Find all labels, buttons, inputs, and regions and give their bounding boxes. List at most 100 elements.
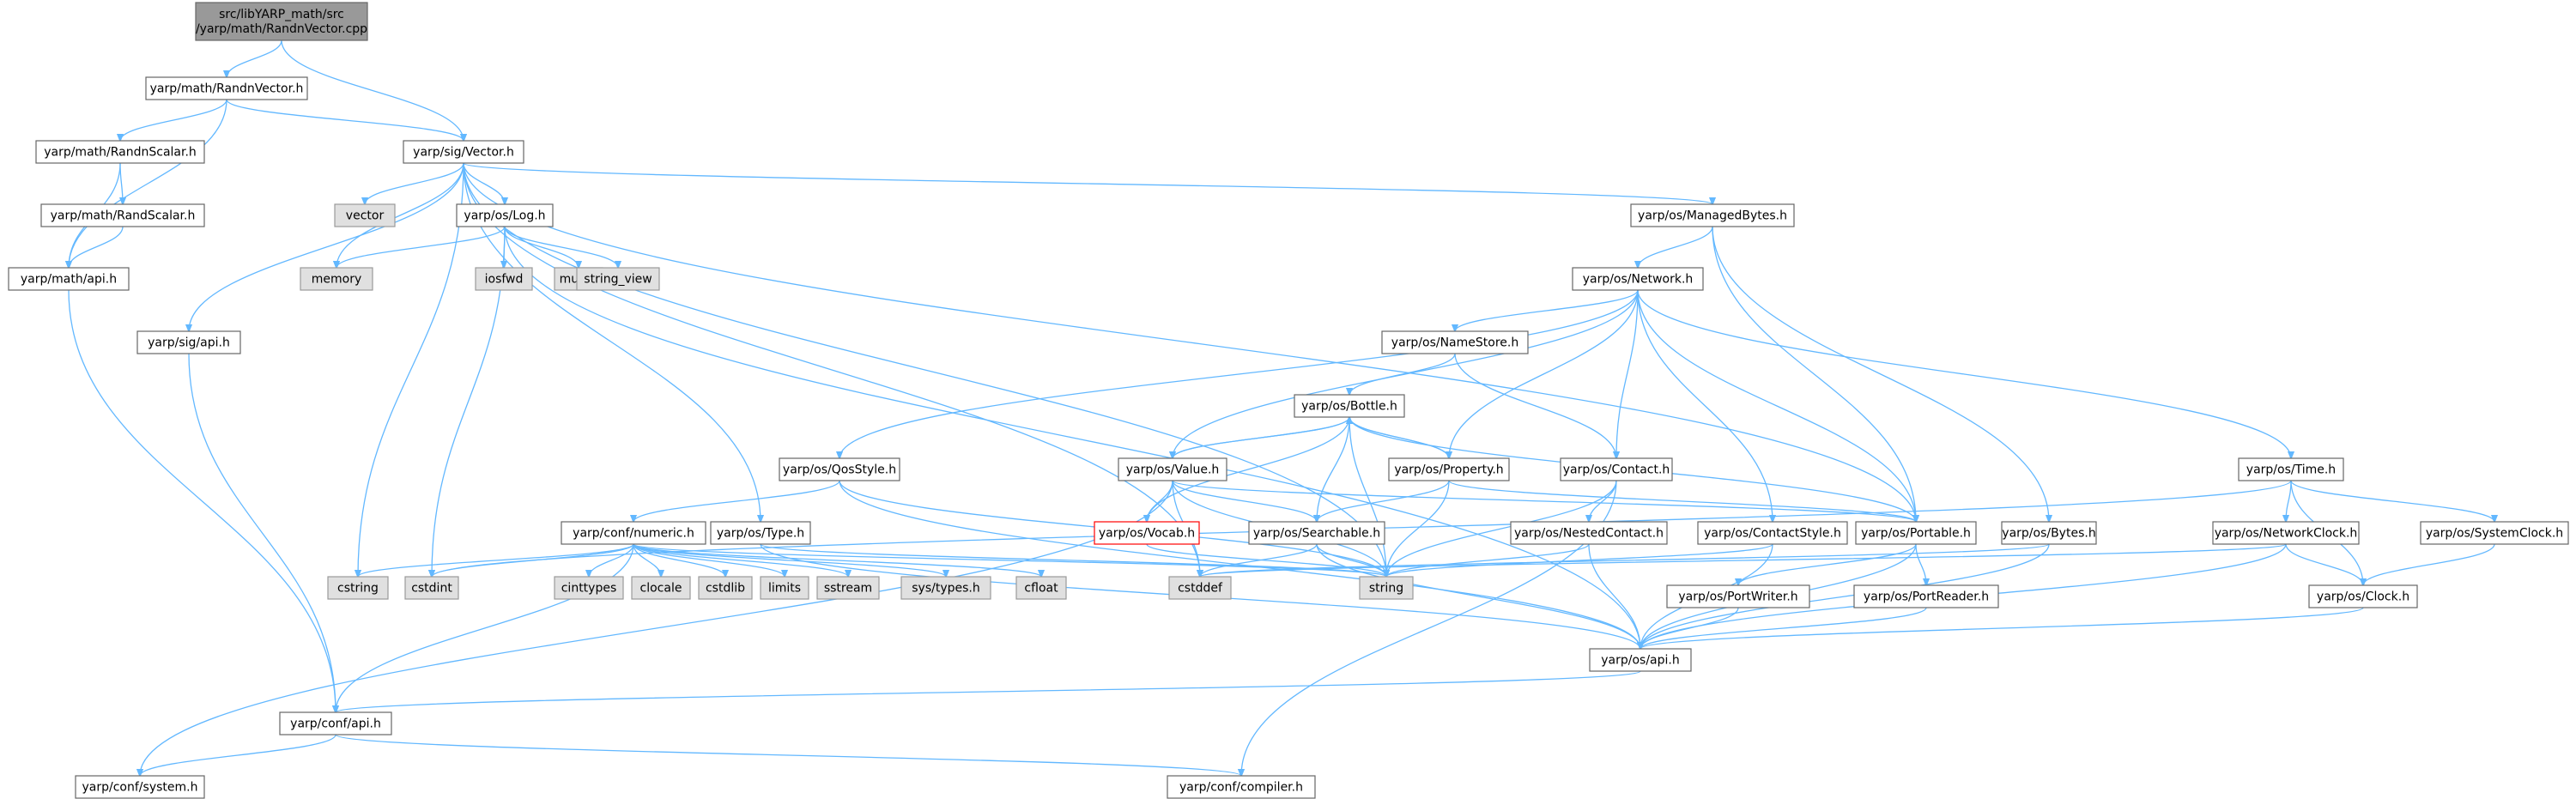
node-portable[interactable]: yarp/os/Portable.h bbox=[1855, 521, 1977, 545]
node-box-conf_compiler bbox=[1167, 775, 1316, 799]
node-managedbytes[interactable]: yarp/os/ManagedBytes.h bbox=[1630, 203, 1795, 227]
node-label-bytes: yarp/os/Bytes.h bbox=[2002, 527, 2095, 541]
edge-os_log-to-string_view bbox=[504, 226, 618, 268]
node-label-type: yarp/os/Type.h bbox=[717, 527, 804, 541]
node-math_api[interactable]: yarp/math/api.h bbox=[8, 267, 130, 291]
node-label-vocab: yarp/os/Vocab.h bbox=[1099, 527, 1195, 541]
node-box-limits bbox=[760, 576, 809, 600]
node-box-os_api bbox=[1589, 648, 1692, 672]
node-box-string bbox=[1359, 576, 1414, 600]
node-root[interactable]: src/libYARP_math/src/yarp/math/RandnVect… bbox=[195, 2, 368, 41]
node-box-clocale bbox=[631, 576, 691, 600]
node-label-root-0: src/libYARP_math/src bbox=[219, 8, 344, 21]
node-sig_api[interactable]: yarp/sig/api.h bbox=[136, 330, 241, 354]
node-label-cinttypes: cinttypes bbox=[561, 582, 617, 596]
node-value[interactable]: yarp/os/Value.h bbox=[1118, 457, 1227, 481]
edge-networkclock-to-cstddef bbox=[1200, 543, 2287, 577]
node-qosstyle[interactable]: yarp/os/QosStyle.h bbox=[779, 457, 900, 481]
edge-nestedcontact-to-string bbox=[1386, 543, 1590, 577]
node-label-contact: yarp/os/Contact.h bbox=[1563, 463, 1670, 477]
node-label-qosstyle: yarp/os/QosStyle.h bbox=[783, 463, 896, 477]
node-box-contactstyle bbox=[1697, 521, 1848, 545]
edge-root-to-randnvector_h bbox=[227, 39, 282, 77]
node-box-cinttypes bbox=[554, 576, 624, 600]
edge-network-to-time bbox=[1637, 289, 2291, 458]
node-box-network bbox=[1572, 267, 1704, 291]
node-sig_vector[interactable]: yarp/sig/Vector.h bbox=[403, 140, 524, 164]
node-box-bytes bbox=[2001, 521, 2097, 545]
node-type[interactable]: yarp/os/Type.h bbox=[710, 521, 811, 545]
node-label-namestore: yarp/os/NameStore.h bbox=[1391, 336, 1518, 350]
node-networkclock[interactable]: yarp/os/NetworkClock.h bbox=[2212, 521, 2360, 545]
node-box-networkclock bbox=[2212, 521, 2360, 545]
node-contactstyle[interactable]: yarp/os/ContactStyle.h bbox=[1697, 521, 1848, 545]
edge-numeric-to-systypes bbox=[633, 543, 946, 577]
node-systemclock[interactable]: yarp/os/SystemClock.h bbox=[2420, 521, 2569, 545]
edge-property-to-string bbox=[1386, 480, 1450, 577]
edge-contact-to-nestedcontact bbox=[1589, 480, 1617, 522]
node-box-contact bbox=[1560, 457, 1673, 481]
edge-portwriter-to-os_api bbox=[1640, 607, 1739, 649]
node-box-randnvector_h bbox=[145, 76, 308, 100]
node-bytes[interactable]: yarp/os/Bytes.h bbox=[2001, 521, 2097, 545]
edge-qosstyle-to-numeric bbox=[633, 480, 840, 522]
node-portwriter[interactable]: yarp/os/PortWriter.h bbox=[1666, 584, 1810, 608]
node-clocale: clocale bbox=[631, 576, 691, 600]
node-string_view: string_view bbox=[576, 267, 660, 291]
edge-property-to-searchable bbox=[1317, 480, 1450, 522]
edge-vocab-to-string bbox=[1146, 543, 1386, 577]
edge-numeric-to-cinttypes bbox=[589, 543, 634, 577]
node-searchable[interactable]: yarp/os/Searchable.h bbox=[1248, 521, 1385, 545]
node-bottle[interactable]: yarp/os/Bottle.h bbox=[1294, 394, 1405, 418]
node-numeric[interactable]: yarp/conf/numeric.h bbox=[561, 521, 706, 545]
edge-os_log-to-mutex bbox=[504, 226, 579, 268]
node-iosfwd: iosfwd bbox=[475, 267, 533, 291]
edge-systemclock-to-clock bbox=[2363, 543, 2495, 585]
node-property[interactable]: yarp/os/Property.h bbox=[1388, 457, 1510, 481]
node-box-portable bbox=[1855, 521, 1977, 545]
edge-randnvector_h-to-randnscalar_h bbox=[120, 99, 227, 141]
node-contact[interactable]: yarp/os/Contact.h bbox=[1560, 457, 1673, 481]
node-cstring: cstring bbox=[327, 576, 389, 600]
edge-portable-to-portwriter bbox=[1738, 543, 1917, 585]
node-randscalar_h[interactable]: yarp/math/RandScalar.h bbox=[40, 203, 205, 227]
node-label-cfloat: cfloat bbox=[1024, 582, 1058, 596]
node-conf_compiler[interactable]: yarp/conf/compiler.h bbox=[1167, 775, 1316, 799]
node-portreader[interactable]: yarp/os/PortReader.h bbox=[1853, 584, 1999, 608]
node-os_api[interactable]: yarp/os/api.h bbox=[1589, 648, 1692, 672]
edge-value-to-searchable bbox=[1172, 480, 1317, 522]
node-box-os_log bbox=[456, 203, 554, 227]
node-vocab: yarp/os/Vocab.h bbox=[1094, 521, 1200, 545]
edge-type-to-string bbox=[760, 543, 1386, 577]
edge-randscalar_h-to-math_api bbox=[69, 226, 124, 268]
node-namestore[interactable]: yarp/os/NameStore.h bbox=[1381, 330, 1529, 354]
node-box-type bbox=[710, 521, 811, 545]
edge-numeric-to-cfloat bbox=[633, 543, 1041, 577]
node-randnscalar_h[interactable]: yarp/math/RandnScalar.h bbox=[35, 140, 205, 164]
node-box-vector bbox=[334, 203, 396, 227]
node-box-sstream bbox=[816, 576, 880, 600]
node-label-os_api: yarp/os/api.h bbox=[1601, 654, 1679, 668]
edge-network-to-value bbox=[1173, 289, 1639, 458]
edge-network-to-portable bbox=[1637, 289, 1916, 522]
node-randnvector_h[interactable]: yarp/math/RandnVector.h bbox=[145, 76, 308, 100]
node-network[interactable]: yarp/os/Network.h bbox=[1572, 267, 1704, 291]
node-time[interactable]: yarp/os/Time.h bbox=[2238, 457, 2344, 481]
node-clock[interactable]: yarp/os/Clock.h bbox=[2308, 584, 2418, 608]
node-label-cstring: cstring bbox=[337, 582, 379, 596]
node-cstdlib: cstdlib bbox=[698, 576, 753, 600]
edge-contactstyle-to-string bbox=[1386, 543, 1773, 577]
node-box-searchable bbox=[1248, 521, 1385, 545]
node-conf_system[interactable]: yarp/conf/system.h bbox=[75, 775, 205, 799]
edge-sig_vector-to-vector bbox=[365, 162, 464, 204]
node-conf_api[interactable]: yarp/conf/api.h bbox=[279, 711, 392, 735]
node-nestedcontact[interactable]: yarp/os/NestedContact.h bbox=[1510, 521, 1668, 545]
edge-bottle-to-string bbox=[1349, 416, 1386, 577]
node-label-os_log: yarp/os/Log.h bbox=[464, 209, 545, 223]
node-label-clock: yarp/os/Clock.h bbox=[2317, 590, 2409, 604]
edge-sig_api-to-conf_api bbox=[188, 353, 336, 712]
edge-numeric-to-cstdint bbox=[432, 543, 634, 577]
edge-root-to-sig_vector bbox=[281, 39, 464, 141]
node-os_log[interactable]: yarp/os/Log.h bbox=[456, 203, 554, 227]
